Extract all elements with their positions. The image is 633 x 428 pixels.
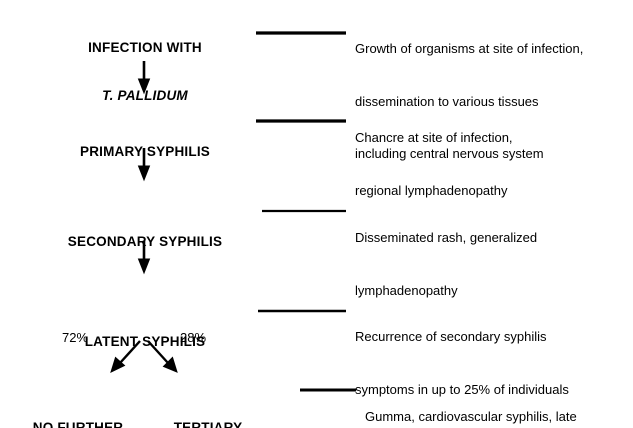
arrow-infection-to-primary — [137, 61, 151, 95]
description-secondary-line-2: lymphadenopathy — [355, 282, 458, 298]
description-primary-line-2: regional lymphadenopathy — [355, 182, 508, 198]
description-primary: Chancre at site of infection, regional l… — [355, 94, 630, 234]
arrow-latent-to-tertiary — [147, 340, 178, 373]
node-tertiary-syphilis-line-1: TERTIARY — [173, 420, 243, 428]
description-infection: Growth of organisms at site of infection… — [355, 5, 630, 198]
description-infection-line-2: dissemination to various tissues — [355, 93, 539, 109]
node-primary-syphilis: PRIMARY SYPHILIS — [15, 112, 275, 192]
description-secondary-line-1: Disseminated rash, generalized — [355, 230, 538, 245]
node-no-further-complications-line-1: NO FURTHER — [32, 420, 124, 428]
node-secondary-syphilis: SECONDARY SYPHILIS — [5, 202, 285, 282]
description-infection-line-1: Growth of organisms at site of infection… — [355, 41, 584, 56]
node-no-further-complications: NO FURTHER COMPLICATIONS — [0, 388, 173, 428]
description-tertiary-line-1: Gumma, cardiovascular syphilis, late — [365, 409, 577, 424]
node-tertiary-syphilis: TERTIARY SYPHILIS — [128, 388, 288, 428]
node-infection-line-1: INFECTION WITH — [88, 40, 202, 55]
node-infection-line-2: T. PALLIDUM — [102, 88, 188, 103]
node-latent-syphilis-label: LATENT SYPHILIS — [84, 334, 206, 349]
node-infection: INFECTION WITH T. PALLIDUM — [15, 8, 275, 136]
description-latent-line-1: Recurrence of secondary syphilis — [355, 329, 547, 344]
description-tertiary: Gumma, cardiovascular syphilis, late neu… — [365, 373, 633, 428]
arrow-latent-to-no-further-complications — [110, 340, 141, 373]
node-primary-syphilis-label: PRIMARY SYPHILIS — [80, 144, 210, 159]
description-infection-line-3: including central nervous system — [355, 146, 544, 161]
description-latent: Recurrence of secondary syphilis symptom… — [355, 293, 633, 428]
node-latent-syphilis: LATENT SYPHILIS — [15, 302, 275, 382]
description-secondary: Disseminated rash, generalized lymphaden… — [355, 194, 630, 334]
branch-label-right-percent: 28% — [179, 330, 207, 345]
description-latent-line-2: symptoms in up to 25% of individuals — [355, 381, 569, 397]
arrow-secondary-to-latent — [137, 241, 151, 275]
node-secondary-syphilis-label: SECONDARY SYPHILIS — [67, 234, 223, 249]
arrow-primary-to-secondary — [137, 148, 151, 182]
branch-label-left-percent: 72% — [61, 330, 89, 345]
description-primary-line-1: Chancre at site of infection, — [355, 130, 513, 145]
